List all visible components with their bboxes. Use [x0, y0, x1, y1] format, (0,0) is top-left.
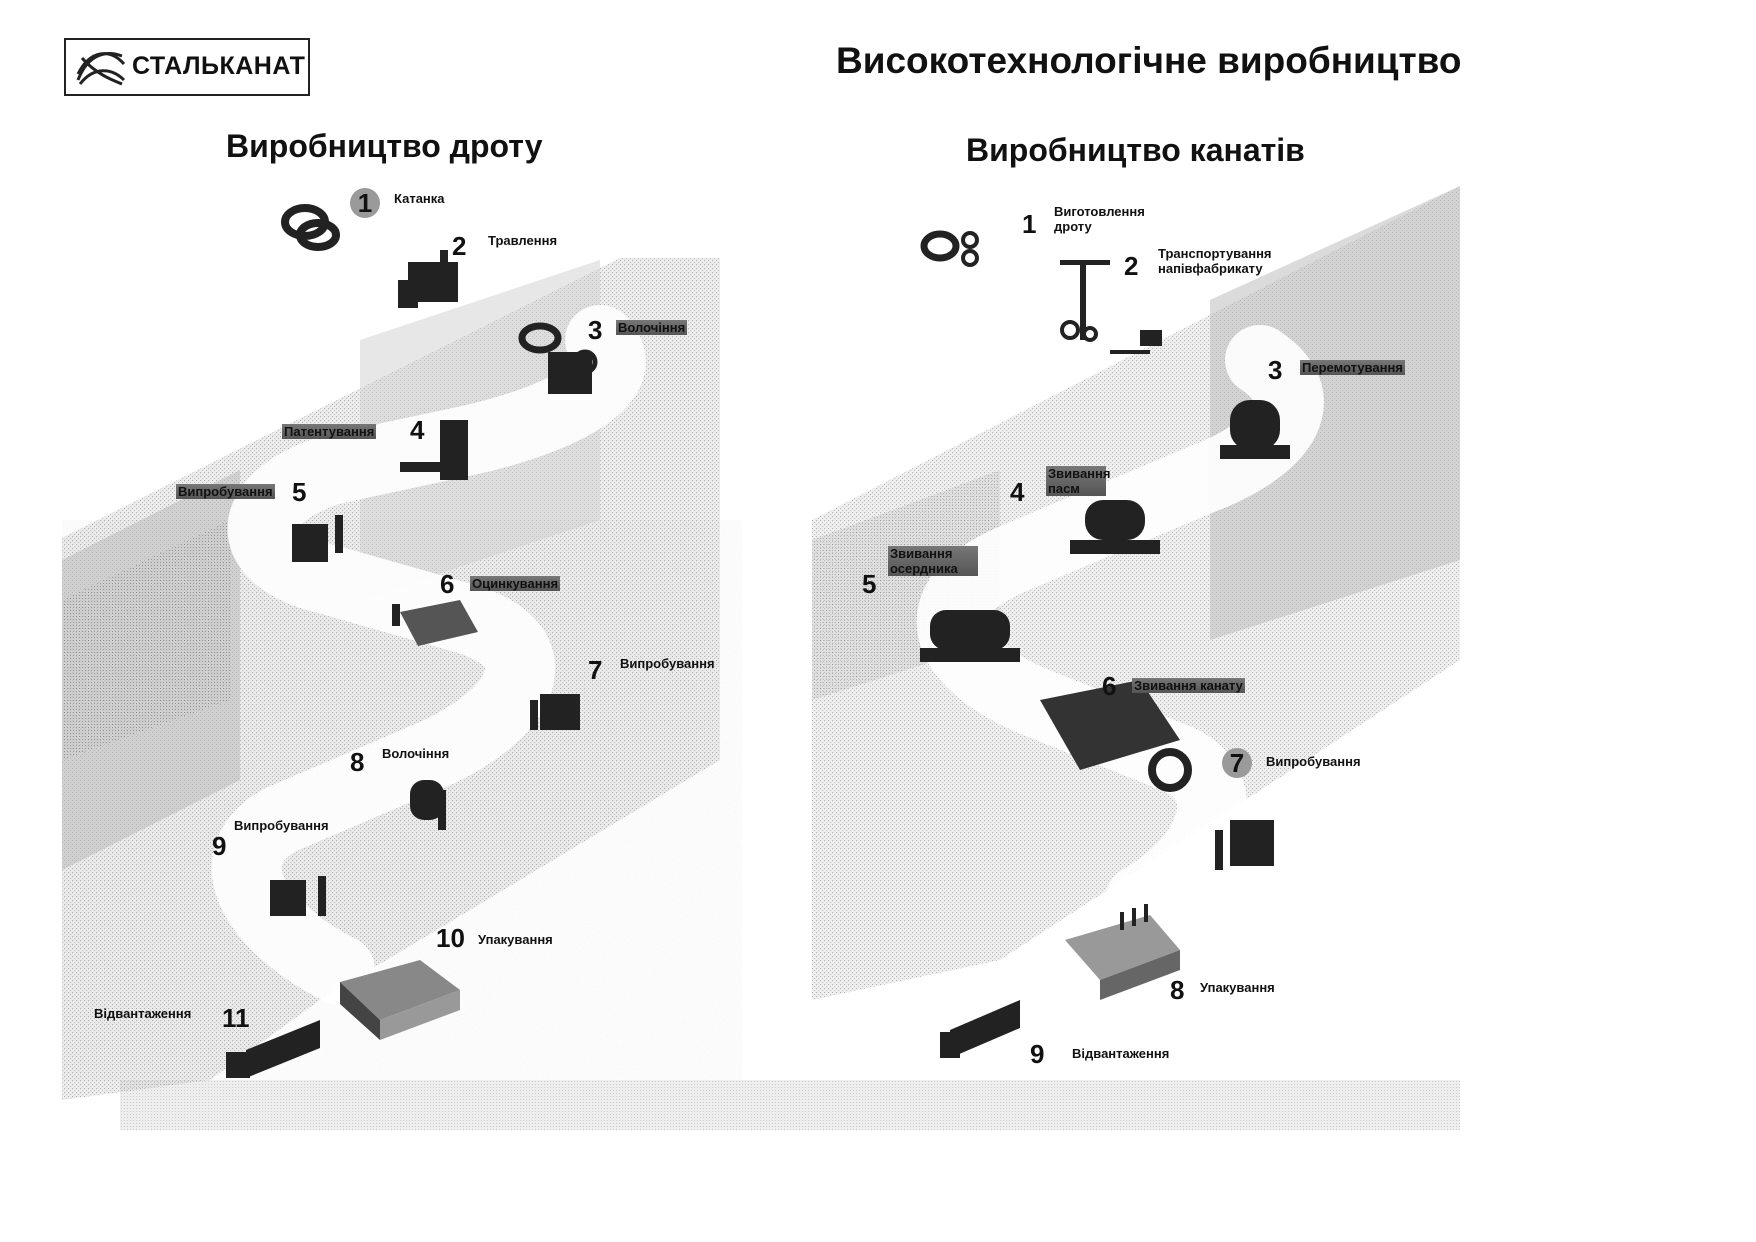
wire-step-8-number: 8: [350, 747, 365, 777]
rope-step-2-number: 2: [1124, 251, 1139, 281]
rope-step-1-number: 1: [1022, 209, 1037, 239]
core-machine-icon: [920, 610, 1020, 662]
wire-step-1-label: Катанка: [394, 191, 445, 206]
wire-step-3-label: Волочіння: [616, 320, 688, 335]
rope-step-8-number: 8: [1170, 975, 1185, 1005]
furnace-icon: [400, 420, 468, 480]
wire-step-5-label: Випробування: [176, 484, 275, 499]
package-box-icon: [340, 960, 460, 1040]
rope-section-title: Виробництво канатів: [966, 132, 1305, 168]
wire-step-9-number: 9: [212, 831, 227, 861]
rewinding-machine-icon: [1220, 400, 1290, 459]
wire-step-4-label: Патентування: [282, 424, 377, 439]
rope-step-3-label: Перемотування: [1300, 360, 1405, 375]
wire-step-8-label: Волочіння: [382, 746, 450, 761]
wire-section-title: Виробництво дроту: [226, 128, 543, 164]
wire-step-2-label: Травлення: [488, 233, 558, 248]
rope-step-1-label: Виготовлення дроту: [1054, 204, 1145, 234]
crane-icon: [1060, 260, 1110, 342]
wire-step-6-label: Оцинкування: [470, 576, 561, 591]
test-machine-icon: [1215, 820, 1274, 870]
wire-step-1-number: 1: [350, 188, 380, 218]
galvanizing-line-icon: [392, 600, 478, 646]
wire-step-10-number: 10: [436, 923, 465, 953]
strand-machine-icon: [1070, 500, 1160, 554]
test-machine-icon: [530, 694, 580, 730]
wire-step-7-number: 7: [588, 655, 603, 685]
rope-floor: [812, 186, 1460, 1000]
rope-step-4-label: Звивання пасм: [1046, 466, 1111, 496]
rope-step-7-number: 7: [1222, 748, 1252, 778]
page-title: Високотехнологічне виробництво: [836, 40, 1462, 81]
wire-step-3-number: 3: [588, 315, 603, 345]
rope-step-9-number: 9: [1030, 1039, 1045, 1069]
rope-step-6-label: Звивання канату: [1132, 678, 1245, 693]
wire-step-7-label: Випробування: [620, 656, 715, 671]
wire-step-2-number: 2: [452, 231, 467, 261]
pickling-machine-icon: [398, 250, 458, 308]
wire-step-4-number: 4: [410, 415, 425, 445]
wire-step-11-label: Відвантаження: [94, 1006, 192, 1021]
company-logo: СТАЛЬКАНАТ: [64, 38, 310, 96]
rope-step-8-label: Упакування: [1200, 980, 1275, 995]
rope-step-5-label: Звивання осердника: [888, 546, 978, 576]
rope-step-9-label: Відвантаження: [1072, 1046, 1170, 1061]
coil-icon: [281, 204, 340, 251]
rope-step-4-number: 4: [1010, 477, 1025, 507]
test-machine-icon: [292, 515, 343, 562]
rope-step-5-number: 5: [862, 569, 877, 599]
wire-step-10-label: Упакування: [478, 932, 553, 947]
rope-step-3-number: 3: [1268, 355, 1283, 385]
closing-machine-icon: [1040, 680, 1192, 792]
package-box-icon: [1065, 904, 1180, 1000]
wire-step-9-label: Випробування: [234, 818, 329, 833]
truck-icon: [940, 1000, 1020, 1058]
logo-text: СТАЛЬКАНАТ: [132, 52, 306, 80]
rope-equipment: [920, 230, 1290, 1058]
test-machine-icon: [270, 876, 326, 916]
wire-step-11-number: 11: [222, 1003, 250, 1033]
rope-step-7-label: Випробування: [1266, 754, 1361, 769]
rope-logo-icon: [76, 52, 126, 86]
rope-step-6-number: 6: [1102, 671, 1117, 701]
truck-icon: [226, 1020, 320, 1078]
drawing-machine-icon: [518, 322, 598, 394]
wire-step-5-number: 5: [292, 477, 307, 507]
forklift-icon: [1110, 330, 1162, 354]
drawing-machine-icon: [410, 780, 446, 830]
wire-equipment: [226, 204, 598, 1078]
coil-icon: [920, 230, 979, 267]
rope-step-2-label: Транспортування напівфабрикату: [1158, 246, 1272, 276]
wire-step-6-number: 6: [440, 569, 455, 599]
